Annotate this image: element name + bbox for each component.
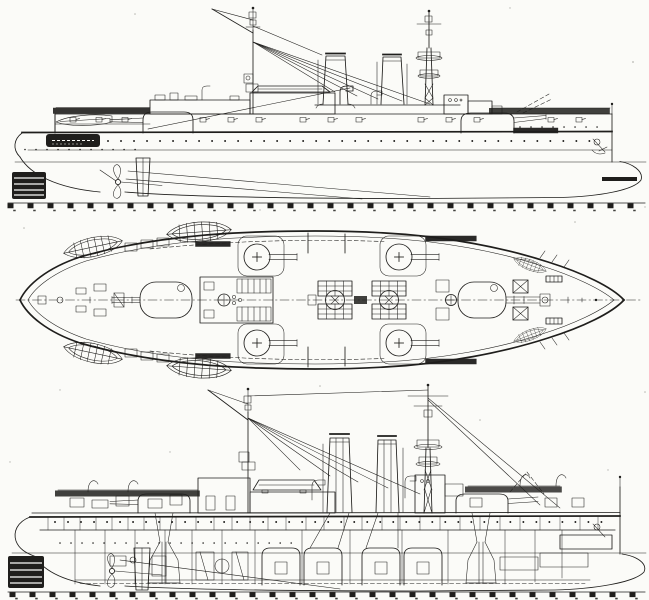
bow-railing	[489, 107, 613, 114]
steam-pipes	[317, 59, 408, 105]
casemate-gun-row	[69, 117, 586, 123]
forward-ammunition-trunk	[465, 512, 497, 584]
forward-turret-inboard	[455, 471, 545, 584]
inboard-funnel-2	[375, 435, 400, 513]
outboard-profile-view: outboard-profile	[7, 6, 648, 212]
inboard-mainmast	[207, 387, 429, 514]
military-foremast	[415, 9, 443, 106]
inboard-profile-view: inboard-profile	[7, 383, 648, 600]
aft-main-turret	[109, 111, 194, 134]
funnel-uptakes	[309, 512, 399, 549]
engine-room-machinery	[195, 551, 249, 581]
aft-deckhouse	[149, 85, 251, 115]
plan-forward-main-turret	[457, 281, 551, 319]
aft-deck-boat	[55, 114, 113, 126]
hull-profile	[14, 113, 647, 199]
stern-grating	[12, 172, 46, 199]
plan-edge-fittings	[195, 232, 570, 368]
mainmast-stays	[147, 25, 431, 130]
deck-plan-view: deck-plan	[15, 219, 642, 381]
aft-turret-inboard	[109, 493, 191, 584]
plan-boat-skid-cluster	[124, 237, 170, 363]
plan-central-battery	[307, 280, 407, 320]
bow-compartments	[499, 475, 622, 571]
mainmast-stays-inboard	[247, 389, 429, 495]
mainmast-gaff	[211, 8, 254, 34]
hold-bulkheads	[74, 529, 563, 585]
inboard-funnel-1	[326, 433, 353, 513]
baseline-top-view	[7, 202, 648, 212]
anchor	[591, 138, 608, 155]
boiler-room	[261, 512, 443, 586]
inboard-deck-gear	[69, 474, 585, 509]
plan-hull-outline	[15, 230, 642, 370]
aft-ammunition-trunk	[147, 512, 181, 584]
stern-gear-inboard	[8, 547, 341, 591]
propeller	[99, 164, 163, 199]
funnel-1	[315, 52, 356, 109]
bow-hatch-strips	[545, 275, 563, 325]
bow-waterline-bar	[602, 177, 637, 181]
plan-stern-fittings	[37, 283, 133, 317]
inboard-superstructure	[197, 474, 464, 514]
plan-wing-turrets	[237, 235, 440, 365]
boat-deckhouse	[249, 85, 461, 115]
plan-forward-fittings	[435, 275, 598, 325]
mainmast	[243, 6, 261, 115]
rudder	[135, 157, 151, 197]
plan-aft-deckhouse	[199, 276, 274, 324]
stern-nameplate	[46, 134, 100, 147]
stern-railing	[53, 107, 153, 114]
funnel-2	[380, 53, 405, 105]
jackstaff	[610, 102, 614, 115]
tween-deck-frames	[47, 516, 599, 531]
inboard-porthole-rows	[54, 521, 609, 544]
inboard-hull	[11, 486, 647, 592]
forward-main-turret	[460, 93, 559, 134]
scan-speckles	[9, 7, 646, 471]
docking-keel-lines	[125, 170, 431, 200]
porthole-rows	[24, 126, 601, 151]
baseline-inboard-view	[7, 591, 648, 600]
